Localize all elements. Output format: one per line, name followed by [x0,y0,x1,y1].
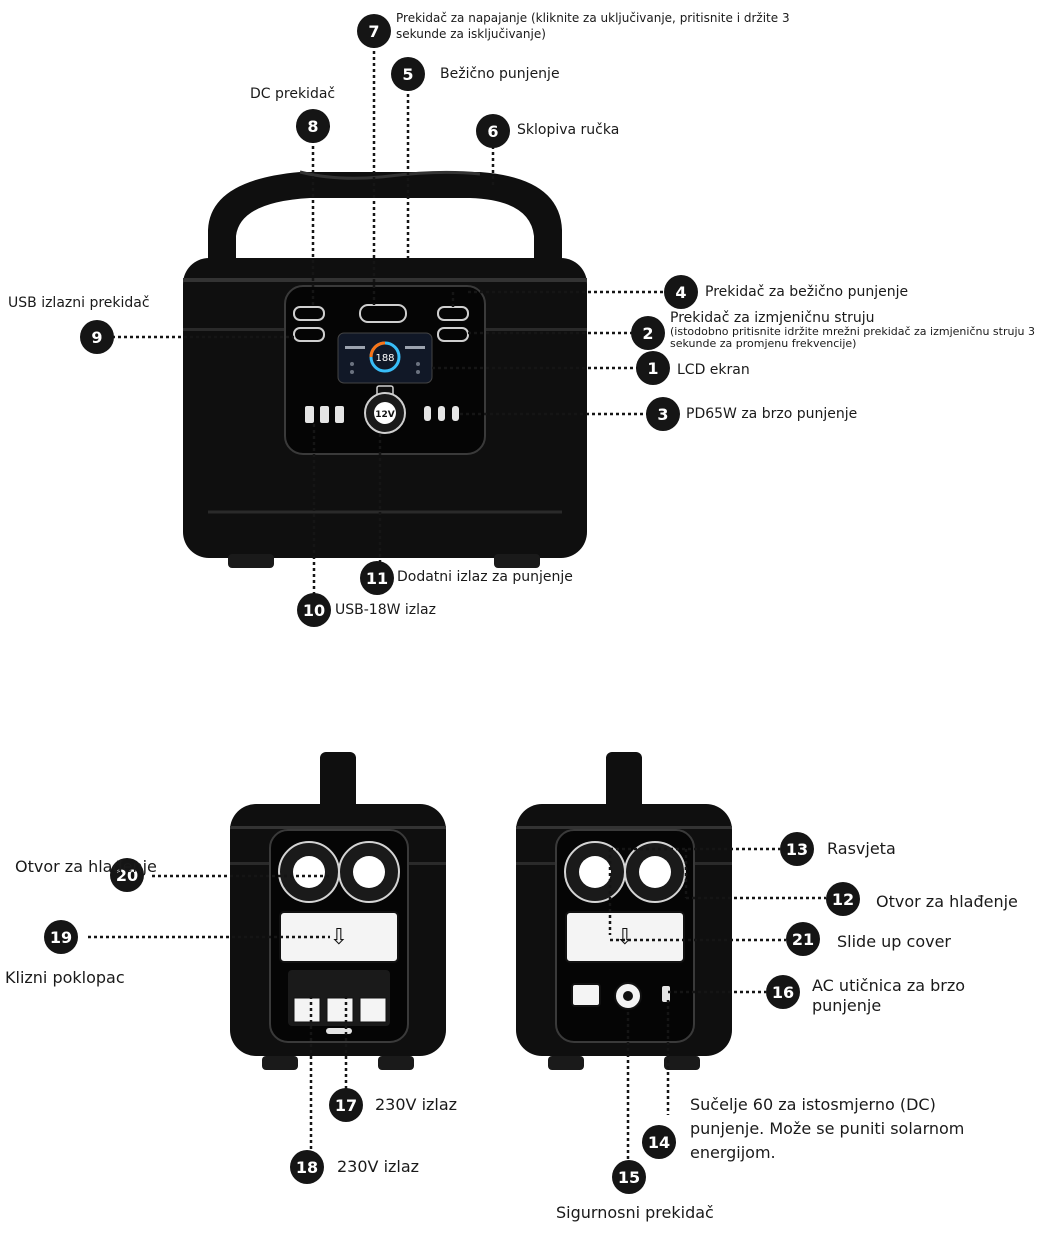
label-sliding-cover: Klizni poklopac [5,968,125,988]
label-wireless-switch: Prekidač za bežično punjenje [705,284,908,301]
callout-badge-14: 14 [642,1125,676,1159]
label-dc-switch: DC prekidač [250,86,335,103]
svg-text:⇩: ⇩ [616,925,634,950]
label-usb-switch: USB izlazni prekidač [8,295,150,312]
callout-badge-10: 10 [297,593,331,627]
label-slide-up-cover: Slide up cover [837,932,951,952]
callout-badge-12: 12 [826,882,860,916]
rear-right-device: ⇩ [516,752,732,1070]
callout-badge-19: 19 [44,920,78,954]
label-cooling-vent-right: Otvor za hlađenje [876,892,1018,912]
callout-badge-8: 8 [296,109,330,143]
label-ac-switch-note: (istodobno pritisnite idržite mrežni pre… [670,326,1040,350]
callout-badge-11: 11 [360,561,394,595]
callout-badge-17: 17 [329,1088,363,1122]
callout-badge-13: 13 [780,832,814,866]
callout-badge-21: 21 [786,922,820,956]
callout-badge-4: 4 [664,275,698,309]
label-230v-output-17: 230V izlaz [375,1095,457,1115]
label-power-switch: Prekidač za napajanje (kliknite za uklju… [396,10,796,42]
label-usb-18w: USB-18W izlaz [335,602,436,619]
label-folding-handle: Sklopiva ručka [517,122,619,139]
label-230v-output-18: 230V izlaz [337,1157,419,1177]
rear-left-device: ⇩ [230,752,446,1070]
callout-badge-6: 6 [476,114,510,148]
callout-badge-18: 18 [290,1150,324,1184]
label-safety-switch: Sigurnosni prekidač [556,1203,714,1223]
callout-badge-7: 7 [357,14,391,48]
callout-badge-15: 15 [612,1160,646,1194]
callout-badge-9: 9 [80,320,114,354]
label-ac-switch-title: Prekidač za izmjeničnu struju [670,310,874,326]
svg-text:188: 188 [375,353,394,364]
callout-badge-16: 16 [766,975,800,1009]
label-dc-input: Sučelje 60 za istosmjerno (DC) punjenje.… [690,1093,990,1165]
svg-text:12V: 12V [375,410,395,420]
callout-badge-1: 1 [636,351,670,385]
front-view-device: 188 12V [183,172,587,568]
label-aux-output: Dodatni izlaz za punjenje [397,569,573,586]
label-cooling-vent-left: Otvor za hlađenje [15,857,157,877]
callout-badge-2: 2 [631,316,665,350]
label-ac-fast-charge: AC utičnica za brzo punjenje [812,976,972,1016]
callout-badge-3: 3 [646,397,680,431]
label-wireless-charging: Bežično punjenje [440,66,560,83]
svg-text:⇩: ⇩ [330,925,348,950]
carry-handle [208,172,562,262]
callout-badge-5: 5 [391,57,425,91]
label-lcd-screen: LCD ekran [677,362,750,379]
label-lighting: Rasvjeta [827,839,896,859]
label-pd65w: PD65W za brzo punjenje [686,406,857,423]
